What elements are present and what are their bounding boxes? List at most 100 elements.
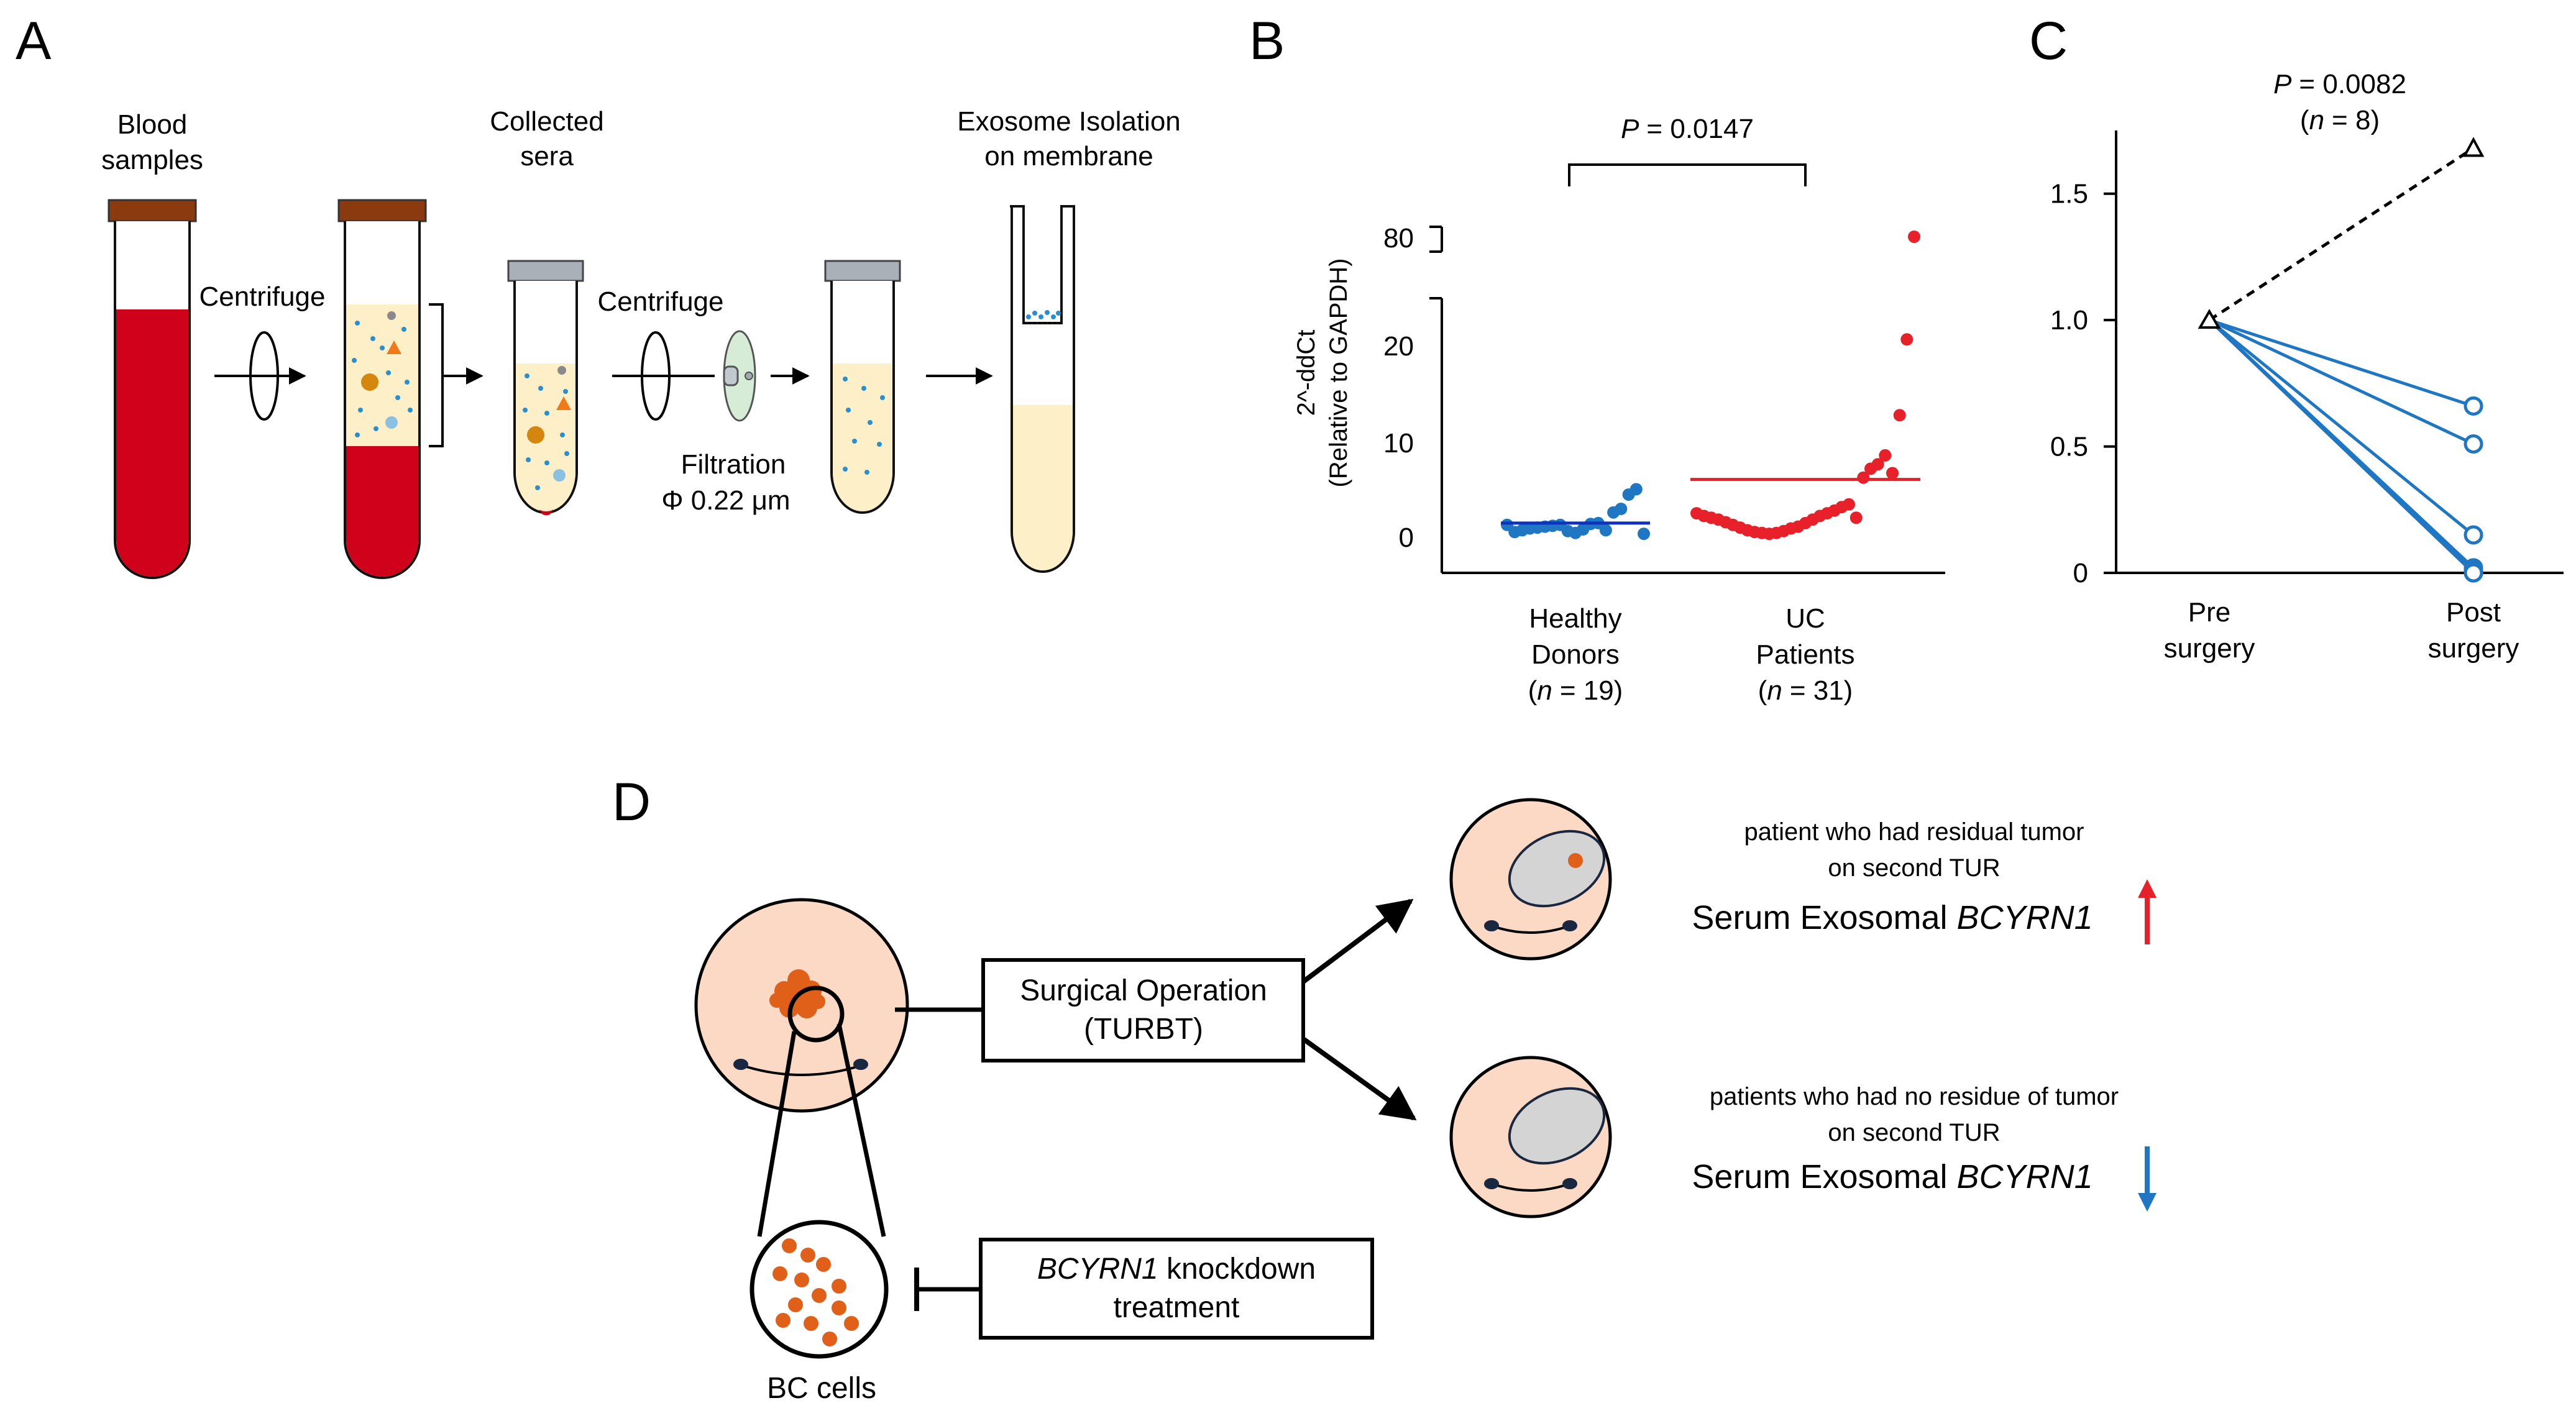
filtration-label-2: Φ 0.22 μm (661, 485, 790, 516)
group-2-line-1: UC (1785, 603, 1825, 634)
zoom-line-right (837, 1023, 886, 1237)
panel-c-pvalue: P= 0.0082 (2273, 69, 2406, 99)
centrifuge-icon-2 (612, 331, 715, 421)
arrow-to-no-residue (1301, 1036, 1417, 1121)
c-marker-post-2 (2464, 396, 2483, 416)
c-marker-post-1 (2462, 137, 2485, 157)
c-p-italic: P (2273, 69, 2292, 99)
exosome-label-1: Exosome Isolation (957, 106, 1181, 137)
panel-c-ticks: 00.51.01.5 (2050, 179, 2116, 588)
ytick-0: 0 (1399, 523, 1414, 553)
panel-b-pvalue: P= 0.0147 (1621, 114, 1754, 144)
centrifuge-icon-1 (214, 331, 306, 421)
c-pair-line-1 (2208, 147, 2475, 322)
bc-cells-circle (749, 1220, 889, 1359)
c-xlabel-post-1: Post (2446, 597, 2501, 628)
residual-line-1: patient who had residual tumor (1744, 818, 2084, 846)
surgery-box (981, 958, 1305, 1062)
c-xlabel-post-2: surgery (2428, 633, 2519, 664)
data-point-1-18 (1629, 483, 1643, 496)
panel-b-points (1501, 231, 1920, 541)
data-point-2-29 (1893, 409, 1906, 422)
down-arrow-icon (2138, 1146, 2157, 1212)
c-pair-line-3 (2208, 318, 2475, 445)
c-marker-post-8 (2464, 563, 2483, 583)
knockdown-line-2: treatment (1114, 1291, 1240, 1324)
panel-c-n: (n= 8) (2300, 105, 2380, 135)
panel-c-letter: C (2029, 11, 2068, 71)
group-2-n-value: = 31) (1790, 675, 1853, 706)
bladder-with-tumor (694, 898, 909, 1113)
data-point-1-16 (1615, 503, 1628, 515)
knockdown-gene: BCYRN1 (1037, 1253, 1158, 1286)
group-2-n: (n = 31) (1758, 675, 1853, 706)
panel-a: A Blood samples Centrifuge (16, 11, 1181, 579)
c-p-text: = 0.0082 (2299, 69, 2406, 99)
c-marker-post-4 (2464, 525, 2483, 545)
centrifuge-label-1: Centrifuge (199, 281, 325, 312)
significance-bracket (1568, 163, 1807, 186)
knockdown-line-1: BCYRN1 knockdown (1037, 1253, 1316, 1286)
membrane-tube (1010, 205, 1075, 573)
group-2-n-italic: n (1767, 675, 1782, 706)
data-point-2-30 (1900, 333, 1914, 346)
data-point-1-19 (1638, 528, 1650, 541)
no-residue-serum-prefix: Serum Exosomal (1692, 1158, 1956, 1195)
data-point-1-14 (1599, 524, 1612, 537)
panel-b-y-axis (1429, 226, 1945, 574)
filtered-tube (824, 260, 901, 514)
ylabel-line-1: 2^-ddCt (1293, 330, 1320, 416)
data-point-2-27 (1879, 449, 1892, 462)
residual-serum-gene: BCYRN1 (1957, 899, 2093, 936)
separated-tube (337, 199, 427, 579)
p-text: = 0.0147 (1646, 114, 1754, 144)
c-tick-label-1: 0.5 (2050, 432, 2088, 462)
bladder-no-residue (1449, 1056, 1612, 1218)
no-residue-serum-gene: BCYRN1 (1957, 1158, 2093, 1195)
filtration-label-1: Filtration (681, 449, 786, 480)
bladder-residual (1449, 798, 1612, 961)
knockdown-box (979, 1238, 1374, 1340)
data-point-2-31 (1908, 231, 1920, 243)
sera-label-2: sera (520, 141, 574, 171)
panel-a-letter: A (16, 11, 52, 71)
knockdown-rest: knockdown (1158, 1253, 1316, 1286)
data-point-2-22 (1843, 498, 1855, 511)
data-point-2-26 (1871, 458, 1884, 471)
group-1-line-1: Healthy (1529, 603, 1621, 634)
ytick-10: 10 (1383, 428, 1414, 459)
blood-label-2: samples (101, 145, 203, 175)
panel-c-lines (2198, 137, 2485, 583)
surgery-line-2: (TURBT) (1084, 1013, 1203, 1046)
centrifuge-label-2: Centrifuge (597, 286, 723, 317)
group-1-n-italic: n (1537, 675, 1552, 706)
panel-c: C P= 0.0082 (n= 8) 00.51.01.5 Pre surger… (2029, 11, 2564, 664)
filter-icon (723, 330, 756, 422)
c-xlabel-pre-1: Pre (2188, 597, 2230, 628)
panel-d: D BC ce (612, 772, 2157, 1405)
data-point-2-23 (1849, 511, 1863, 524)
group-2-n-paren: ( (1758, 675, 1767, 706)
surgery-line-1: Surgical Operation (1020, 974, 1267, 1007)
arrow-to-residual (1301, 898, 1414, 984)
panel-b-letter: B (1249, 11, 1285, 71)
ytick-80: 80 (1383, 223, 1414, 254)
c-marker-post-3 (2464, 434, 2483, 454)
zoom-line-left (757, 1031, 797, 1237)
no-residue-serum: Serum Exosomal BCYRN1 (1692, 1158, 2092, 1195)
group-1-n: (n= 19) (1528, 675, 1623, 706)
group-1-line-2: Donors (1531, 639, 1620, 670)
c-pair-line-4 (2208, 319, 2475, 536)
residual-serum: Serum Exosomal BCYRN1 (1692, 899, 2092, 936)
blood-label-1: Blood (117, 109, 188, 140)
residual-line-2: on second TUR (1828, 854, 2000, 882)
group-1-n-value: = 19) (1560, 675, 1623, 706)
residual-serum-prefix: Serum Exosomal (1692, 899, 1956, 936)
c-pair-line-2 (2209, 318, 2474, 408)
c-tick-label-2: 1.0 (2050, 305, 2088, 336)
sera-tube (507, 260, 584, 516)
c-n-text: = 8) (2332, 105, 2380, 135)
no-residue-line-2: on second TUR (1828, 1119, 2000, 1146)
panel-d-letter: D (612, 772, 651, 832)
